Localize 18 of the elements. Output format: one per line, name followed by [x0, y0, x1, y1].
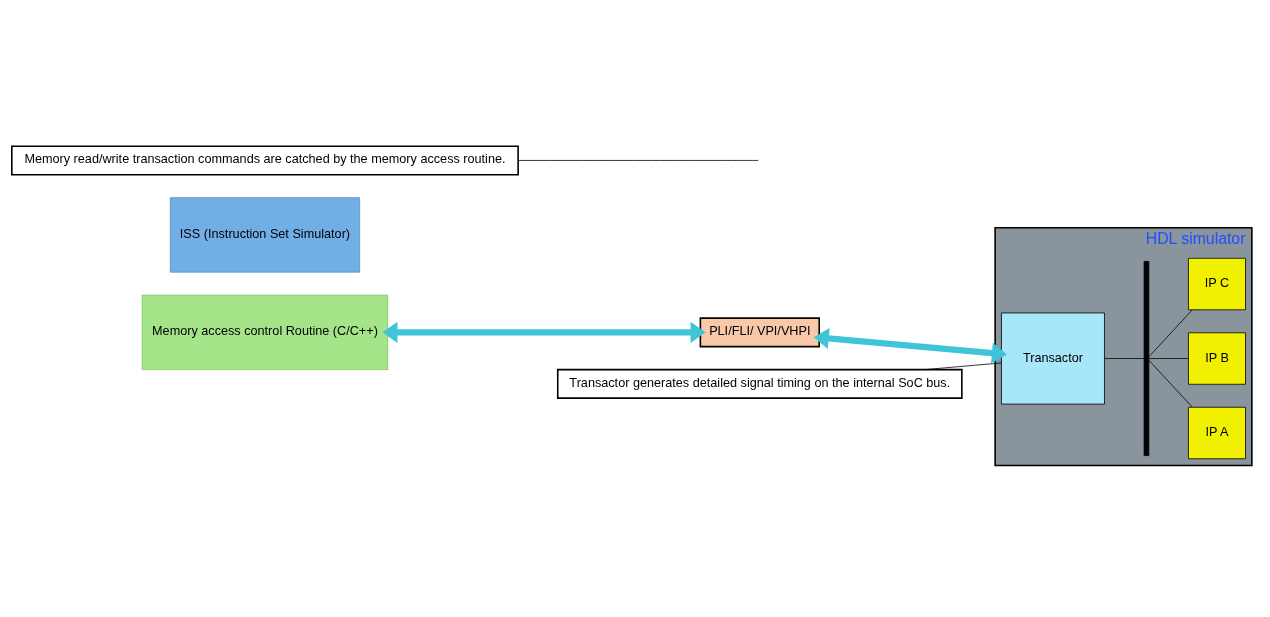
connector [1148, 357, 1189, 359]
node-box: ISS (Instruction Set Simulator) [169, 196, 361, 273]
node-box: Transactor generates detailed signal timing on the internal SoC bus. [556, 368, 963, 399]
connector [1148, 309, 1193, 357]
arrow [382, 321, 706, 343]
connector [1148, 359, 1193, 408]
node-box: IP B [1188, 331, 1246, 385]
connector [1104, 357, 1145, 359]
node-box: IP A [1188, 406, 1246, 459]
node-bar [1143, 260, 1150, 456]
node-box: PLI/FLI/ VPI/VHPI [699, 316, 820, 347]
node-box: Memory access control Routine (C/C++) [141, 294, 389, 370]
connector [517, 159, 759, 161]
node-box: Transactor [1001, 312, 1105, 404]
node-box: Memory read/write transaction commands are catched by the memory access routine. [11, 144, 519, 175]
connector [924, 362, 1002, 370]
node-box: IP C [1188, 257, 1246, 310]
arrow [813, 327, 1007, 364]
